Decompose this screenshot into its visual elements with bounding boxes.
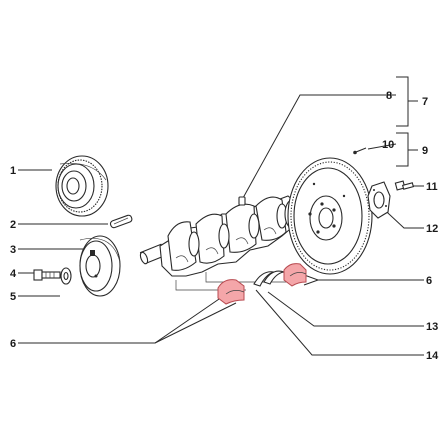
flywheel-bolt	[394, 180, 415, 191]
callout-labels: 1 2 3 4 5 6 7 8 9 10 11 12 6 13 14	[10, 90, 439, 362]
callout-13: 13	[426, 321, 438, 333]
callout-6-left: 6	[10, 338, 16, 350]
timing-gear-hub	[79, 235, 121, 297]
flywheel-plate	[367, 181, 391, 219]
callout-1: 1	[10, 165, 16, 177]
washer	[60, 267, 72, 285]
pulley-bolt	[33, 269, 61, 281]
main-bearing-shell-left	[217, 279, 245, 305]
callout-11: 11	[426, 181, 438, 193]
main-bearing-shell-right	[283, 263, 307, 287]
small-screw	[353, 147, 367, 155]
callout-9: 9	[422, 145, 428, 157]
woodruff-key	[109, 214, 133, 229]
callout-7: 7	[422, 96, 428, 108]
leader-lines	[18, 76, 424, 356]
callout-2: 2	[10, 219, 16, 231]
callout-4: 4	[10, 268, 17, 280]
flywheel	[287, 157, 373, 275]
callout-12: 12	[426, 223, 438, 235]
callout-5: 5	[10, 291, 16, 303]
callout-8: 8	[386, 90, 392, 102]
callout-14: 14	[426, 350, 439, 362]
callout-10: 10	[382, 139, 394, 151]
crankshaft	[139, 195, 300, 277]
callout-6-right: 6	[426, 275, 432, 287]
crankshaft-pulley	[55, 155, 109, 217]
thrust-washers	[253, 270, 285, 287]
callout-3: 3	[10, 244, 16, 256]
